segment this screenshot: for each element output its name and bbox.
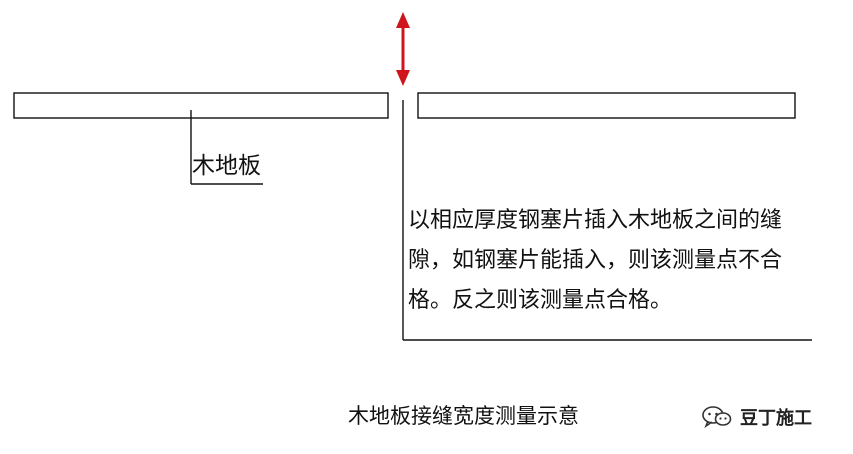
floor-board-label: 木地板	[192, 153, 261, 179]
watermark: 豆丁施工	[702, 404, 812, 430]
diagram-caption: 木地板接缝宽度测量示意	[348, 404, 579, 428]
gap-measure-arrow	[396, 12, 410, 86]
description-line: 隙，如钢塞片能插入，则该测量点不合	[408, 248, 783, 273]
wechat-icon	[702, 406, 732, 429]
description-line: 格。反之则该测量点合格。	[408, 288, 673, 313]
watermark-text: 豆丁施工	[740, 408, 812, 429]
left-floor-board	[13, 92, 389, 119]
right-floor-board	[417, 92, 796, 119]
description-line: 以相应厚度钢塞片插入木地板之间的缝	[408, 208, 783, 233]
measurement-description: 以相应厚度钢塞片插入木地板之间的缝 隙，如钢塞片能插入，则该测量点不合 格。反之…	[408, 201, 848, 321]
